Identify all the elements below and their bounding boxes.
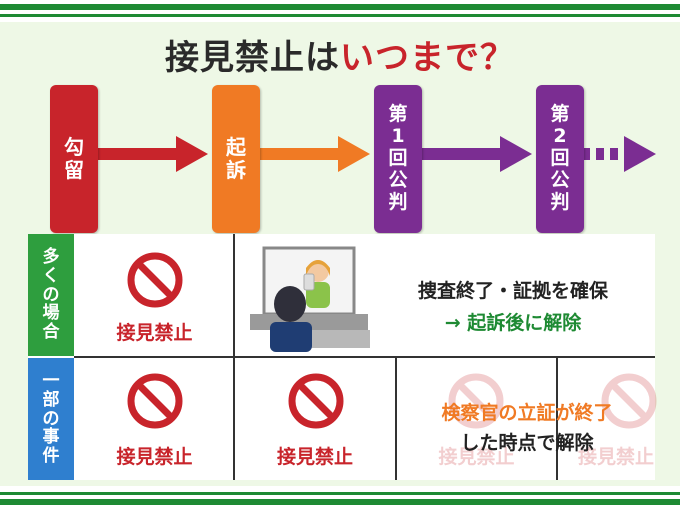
arrow-orange-shaft xyxy=(258,148,340,160)
prohibition-icon xyxy=(288,373,344,429)
row2-note-line2: した時点で解除 xyxy=(460,432,594,454)
arrow-orange-head xyxy=(338,136,370,172)
title-part1: 接見禁止は xyxy=(165,38,340,78)
stage-label: 勾 留 xyxy=(64,135,84,182)
row-label-text: 多 く の 場 合 xyxy=(42,247,60,343)
stage-kiso: 起 訴 xyxy=(212,85,260,233)
stage-label: 第 1 回 公 判 xyxy=(388,103,408,213)
divider xyxy=(556,358,558,480)
arrow-final-head xyxy=(624,136,656,172)
arrow-purple-head xyxy=(500,136,532,172)
bottom-border xyxy=(0,486,680,510)
row1-note-line1: 捜査終了・証拠を確保 xyxy=(417,280,608,302)
row-label-text: 一 部 の 事 件 xyxy=(42,371,60,467)
row1-note-line2: → 起訴後に解除 xyxy=(444,312,582,334)
ban-label: 接見禁止 xyxy=(276,446,353,468)
prohibition-icon xyxy=(601,373,657,429)
arrow-dash-1 xyxy=(582,148,590,160)
ban-label: 接見禁止 xyxy=(116,446,193,468)
ban-label-faded: 接見禁止 xyxy=(438,446,515,468)
arrow-purple-shaft xyxy=(420,148,502,160)
ban-label-faded: 接見禁止 xyxy=(578,446,655,468)
page-title: 接見禁止はいつまで？ xyxy=(0,30,680,79)
timeline-arrows xyxy=(96,136,656,172)
arrow-dash-2 xyxy=(596,148,604,160)
top-border xyxy=(0,0,680,22)
prohibition-icon xyxy=(448,373,504,429)
visitation-illustration xyxy=(250,246,370,352)
stage-kouryu: 勾 留 xyxy=(50,85,98,233)
prohibition-icon xyxy=(127,252,183,308)
stage-second-trial: 第 2 回 公 判 xyxy=(536,85,584,233)
stage-first-trial: 第 1 回 公 判 xyxy=(374,85,422,233)
divider xyxy=(395,358,397,480)
row-label-some-cases: 一 部 の 事 件 xyxy=(28,358,74,480)
arrow-red-head xyxy=(176,136,208,172)
ban-label-faded-clip: 接見禁止 xyxy=(558,442,655,468)
stage-label: 第 2 回 公 判 xyxy=(550,103,570,213)
arrow-dash-3 xyxy=(610,148,618,160)
divider xyxy=(74,356,655,358)
row-label-most-cases: 多 く の 場 合 xyxy=(28,234,74,356)
row2-note-line1: 検察官の立証が終了 xyxy=(441,402,613,424)
ban-label: 接見禁止 xyxy=(116,322,193,344)
prohibition-icon xyxy=(127,373,183,429)
stage-label: 起 訴 xyxy=(226,135,246,182)
title-part2: いつまで？ xyxy=(340,38,515,78)
divider xyxy=(233,234,235,480)
arrow-red-shaft xyxy=(96,148,178,160)
